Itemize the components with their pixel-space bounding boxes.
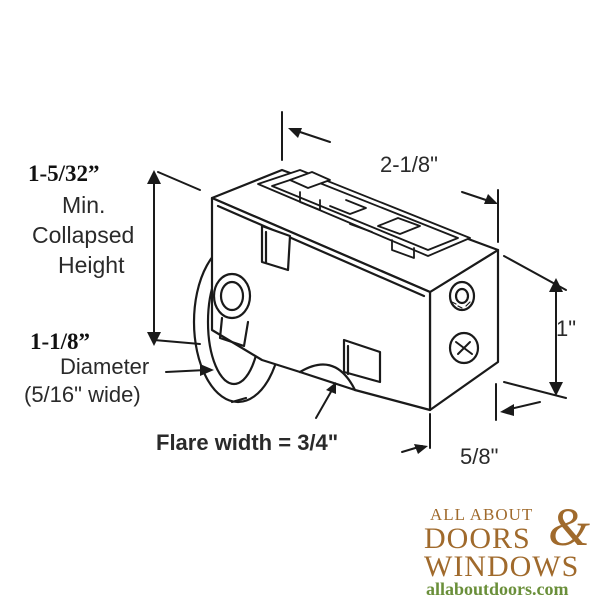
arrow-head (200, 364, 214, 376)
brand-url: allaboutdoors.com (426, 579, 569, 599)
label-side-height: 1" (556, 316, 577, 341)
brand-line-2: DOORS (424, 522, 531, 555)
label-diameter-line2: (5/16" wide) (24, 382, 141, 407)
label-diameter-value: 1-1/8” (30, 329, 91, 354)
brand-ampersand: & (548, 497, 591, 557)
label-collapsed-height-line3: Height (58, 252, 125, 278)
side-hole (448, 280, 476, 312)
arrow-head (414, 444, 428, 454)
label-length: 2-1/8" (380, 152, 438, 177)
arrow-head (484, 194, 498, 204)
arrow-head (500, 404, 514, 416)
label-depth: 5/8" (460, 444, 499, 469)
arrow-head (147, 332, 161, 346)
front-tabs (260, 224, 382, 384)
adjustment-screw (448, 331, 480, 365)
top-rails (257, 169, 471, 259)
dim-flare-leader (315, 389, 333, 419)
arrow-head (549, 382, 563, 396)
brand-line-3: WINDOWS (424, 550, 580, 583)
axle (212, 272, 252, 348)
arrow-head (326, 382, 336, 394)
arrow-head (288, 128, 302, 138)
label-collapsed-height-line1: Min. (62, 192, 106, 218)
arrow-head (147, 170, 161, 184)
brand-line-1: ALL ABOUT (430, 505, 534, 524)
label-diameter-line1: Diameter (60, 354, 150, 379)
arrow-head (549, 278, 563, 292)
label-collapsed-height-value: 1-5/32” (28, 161, 100, 186)
dim-collapsed-height (153, 171, 201, 345)
dim-diameter-leader (165, 369, 207, 373)
label-flare-width: Flare width = 3/4" (156, 430, 339, 455)
label-collapsed-height-line2: Collapsed (32, 222, 135, 248)
